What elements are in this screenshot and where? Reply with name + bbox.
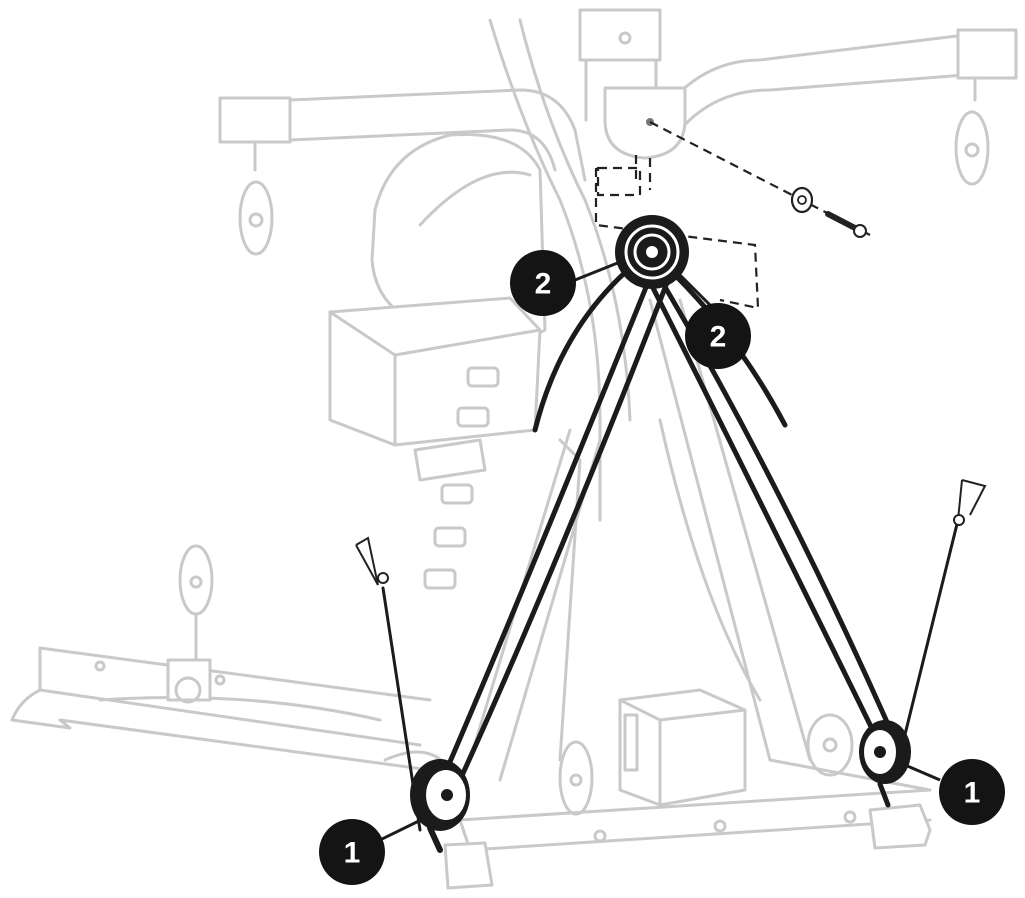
seat-back-contour: [418, 170, 532, 227]
leg-rail-knob: [174, 676, 202, 704]
callout-2-right-label: 2: [710, 321, 727, 354]
hook-left-clip: [377, 572, 389, 584]
seat-edges: [328, 310, 542, 447]
bracket-outline-upper: [596, 166, 642, 197]
bolt-head: [853, 224, 867, 238]
right-arm-pulley-axle: [964, 142, 980, 158]
callout-1-right-label: 1: [964, 777, 981, 810]
right-arm-top: [658, 33, 967, 117]
hook-right: [957, 479, 987, 521]
base-pulley-right: [806, 713, 854, 777]
left-arm-pulley: [238, 180, 274, 256]
callout-leader-1-right: [904, 763, 941, 782]
right-arm-bottom: [678, 73, 967, 132]
leg-rail: [38, 646, 432, 772]
base-pulley-right-axle: [822, 737, 838, 753]
callout-1-left-circle: [319, 819, 385, 885]
lower-left-pulley-pin: [427, 825, 443, 853]
left-arm-end-cap: [218, 96, 292, 144]
leg-rail-hole-2: [214, 674, 226, 686]
peg-2: [456, 406, 490, 428]
bracket-outline-lower: [594, 168, 760, 310]
callout-2-left-label: 2: [535, 268, 552, 301]
inner-cable-guide: [658, 418, 762, 702]
center-post: [558, 438, 582, 762]
left-arm-top: [288, 88, 587, 182]
base-pulley-center-axle: [569, 773, 583, 787]
machine-frame: [10, 8, 1018, 890]
lower-right-pulley-axle: [874, 746, 886, 758]
base-pulley-center: [558, 740, 594, 816]
hook-left: [355, 536, 379, 586]
peg-5: [423, 568, 457, 590]
back-upright-left: [488, 18, 602, 522]
pulleys: [410, 215, 911, 853]
bracket-drop-lines: [634, 155, 652, 190]
leg-rail-bracket: [166, 658, 212, 702]
right-arm-pulley: [954, 110, 990, 186]
left-arm-bottom: [288, 128, 557, 172]
tower-bolt: [618, 31, 632, 45]
seat: [328, 296, 542, 447]
hardware-assembly-lines: [594, 121, 871, 310]
washer: [790, 186, 814, 214]
weight-holder: [618, 688, 747, 807]
callout-leader-2-right: [678, 273, 717, 312]
cable-left-inner: [437, 262, 658, 788]
callout-leader-1-left: [379, 816, 426, 842]
upper-pulley-ring-inner: [633, 233, 671, 271]
upper-pulley-ring-outer: [624, 224, 680, 280]
washer-hole: [797, 195, 807, 205]
callout-2-left-circle: [510, 250, 576, 316]
callout-2-right-circle: [685, 303, 751, 369]
weight-holder-slot: [623, 713, 639, 772]
peg-3: [440, 483, 474, 505]
peg-1: [466, 366, 500, 388]
cable-left-outer: [457, 272, 673, 783]
leg-rail-pulley-axle: [189, 575, 203, 589]
cable-right-inner: [637, 259, 883, 748]
callout-leader-2-left: [574, 260, 621, 282]
cable-loose-left: [532, 265, 633, 433]
foot-right: [868, 803, 932, 850]
callout-1-left-label: 1: [344, 837, 361, 870]
leg-rail-foot: [10, 646, 72, 730]
a-frame-right-leg: [648, 298, 812, 762]
base-bolt-1: [593, 829, 607, 843]
callouts: 2 2 1 1: [319, 250, 1005, 885]
left-arm-pulley-axle: [248, 212, 264, 228]
base-bolt-2: [713, 819, 727, 833]
lower-left-pulley-axle: [441, 789, 453, 801]
bolt-shaft: [825, 211, 858, 231]
seat-lock: [413, 438, 487, 482]
leg-rail-hole-1: [94, 660, 106, 672]
back-upright-right: [518, 18, 632, 422]
callout-1-left: 1: [319, 819, 385, 885]
callout-2-right: 2: [685, 303, 751, 369]
base-bolt-3: [843, 810, 857, 824]
callout-1-right: 1: [939, 759, 1005, 825]
callout-1-right-circle: [939, 759, 1005, 825]
foot-front: [443, 841, 494, 890]
base-rail-right: [768, 758, 932, 792]
peg-4: [433, 526, 467, 548]
lower-right-pulley-pin: [877, 781, 891, 808]
hook-right-clip: [953, 514, 965, 526]
upper-pulley-axle: [646, 246, 658, 258]
top-bracket: [603, 86, 687, 160]
weight-holder-edges: [618, 698, 747, 807]
leg-rail-pulley: [178, 544, 214, 616]
leg-rail-label-band: [98, 696, 382, 722]
bolt-axis-line: [649, 121, 871, 236]
callout-2-left: 2: [510, 250, 576, 316]
right-arm-end-cap: [956, 28, 1018, 80]
